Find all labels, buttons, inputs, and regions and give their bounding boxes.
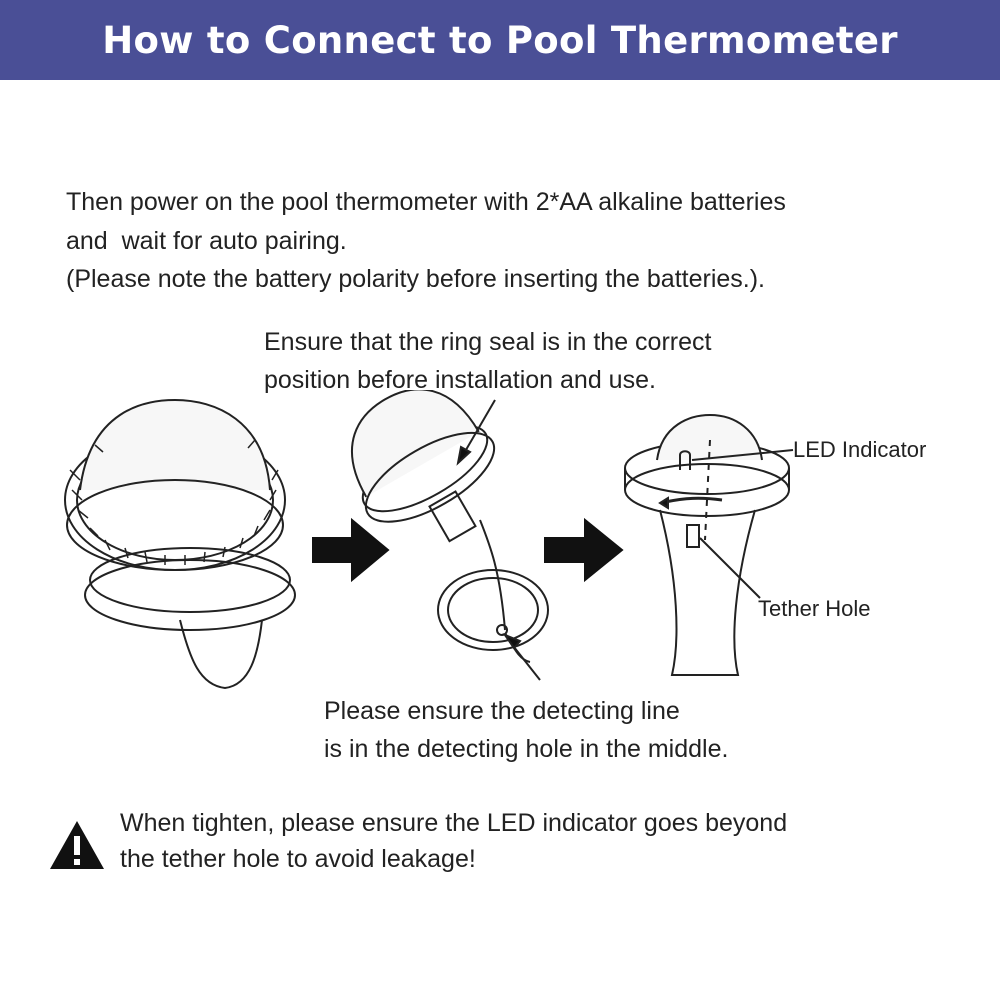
ring-seal-note: Ensure that the ring seal is in the corr…: [264, 323, 711, 399]
ring-seal-note-line-1: Ensure that the ring seal is in the corr…: [264, 328, 712, 356]
tether-hole-label: Tether Hole: [758, 596, 871, 621]
step-arrow-1: [312, 517, 390, 583]
detecting-line-note-line-1: Please ensure the detecting line: [324, 697, 680, 725]
installation-illustration: [64, 390, 794, 690]
intro-line-3: (Please note the battery polarity before…: [66, 265, 765, 293]
led-indicator-label: LED Indicator: [793, 437, 927, 462]
intro-line-2: and wait for auto pairing.: [66, 226, 347, 255]
thermometer-final-drawing: [624, 413, 794, 676]
detecting-line-note: Please ensure the detecting line is in t…: [324, 692, 728, 768]
page-title: How to Connect to Pool Thermometer: [102, 18, 898, 62]
intro-line-1: Then power on the pool thermometer with …: [66, 188, 786, 216]
ring-seal-drawing: [350, 390, 549, 681]
warning-triangle-icon: [50, 821, 104, 869]
detecting-line-note-line-2: is in the detecting hole in the middle.: [324, 735, 729, 763]
title-banner: How to Connect to Pool Thermometer: [0, 0, 1000, 80]
thermometer-assembled-drawing: [64, 398, 296, 690]
step-arrow-2: [544, 517, 624, 583]
warning-note: When tighten, please ensure the LED indi…: [48, 805, 948, 885]
intro-text: Then power on the pool thermometer with …: [66, 183, 966, 299]
ring-seal-note-line-2: position before installation and use.: [264, 366, 656, 394]
pointer-arrow-ring-seal: [462, 399, 496, 456]
warning-line-2: the tether hole to avoid leakage!: [120, 845, 476, 873]
warning-line-1: When tighten, please ensure the LED indi…: [120, 809, 788, 837]
